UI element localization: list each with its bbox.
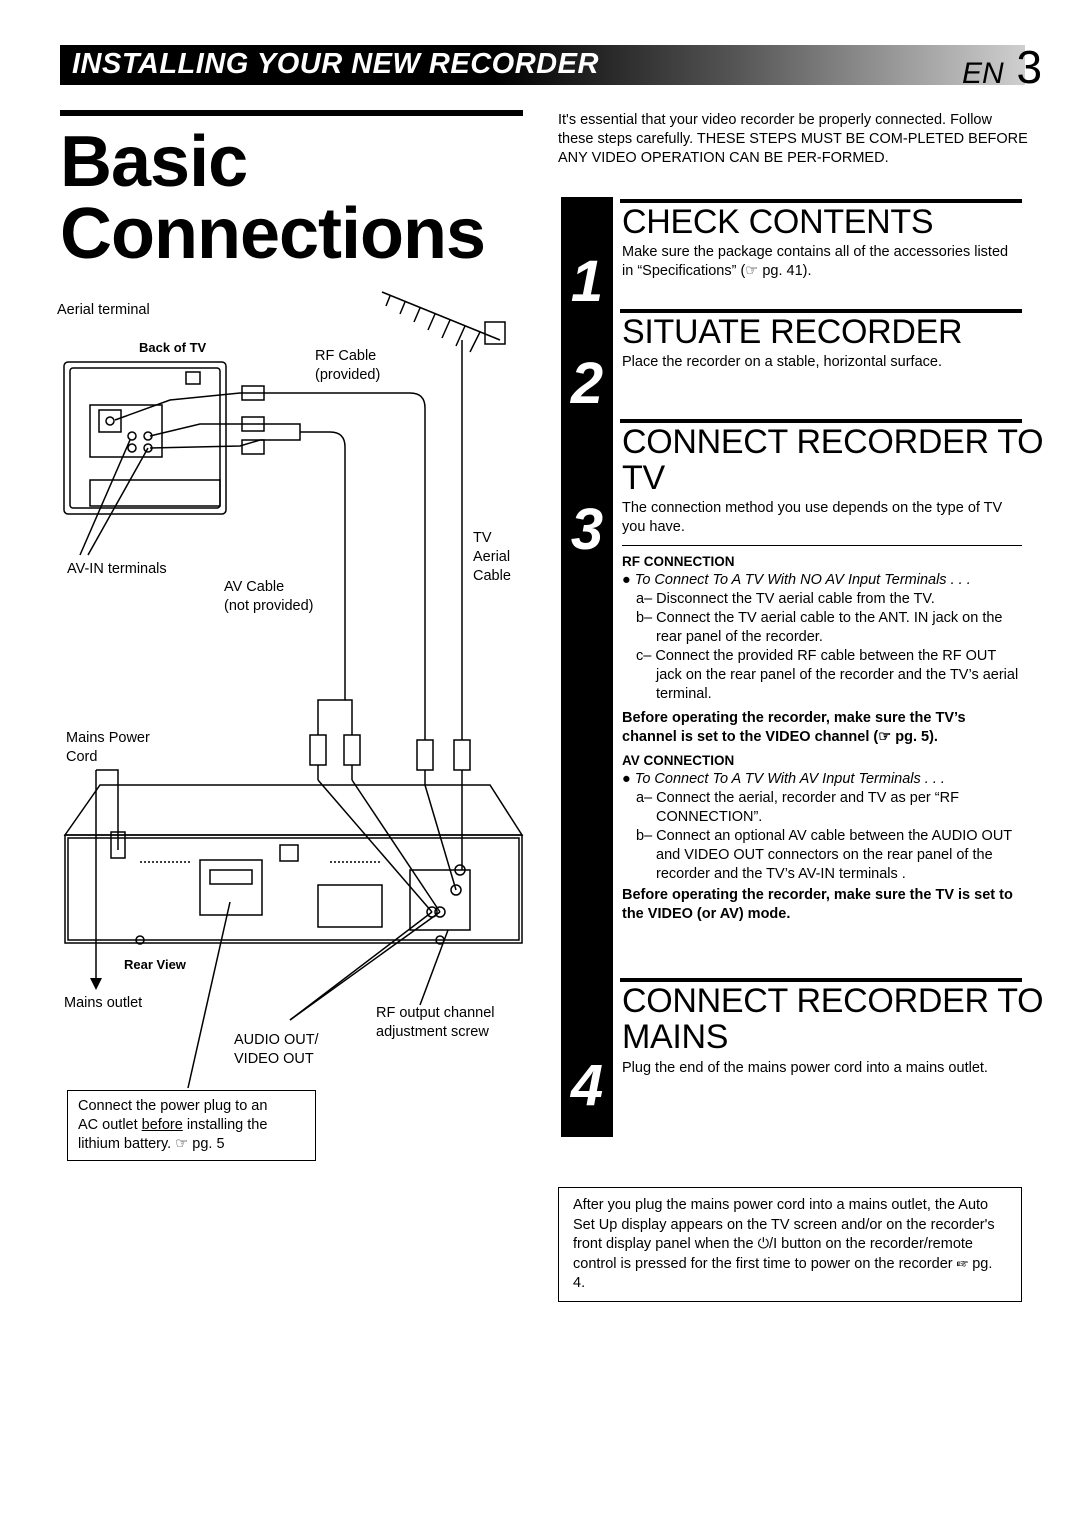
rf-step-c: c– Connect the provided RF cable between… xyxy=(636,648,1019,702)
tv-back-illustration xyxy=(63,361,227,515)
note-text-b: installing the xyxy=(182,1117,268,1133)
recorder-rear-illustration xyxy=(63,784,524,945)
arrow-down-icon xyxy=(90,978,102,990)
step-1-heading: CHECK CONTENTS xyxy=(622,203,934,241)
step-4-heading-line-1: CONNECT RECORDER TO xyxy=(622,982,1044,1020)
rf-warning: Before operating the recorder, make sure… xyxy=(622,710,966,745)
label-mains-outlet: Mains outlet xyxy=(64,995,143,1011)
step-4-heading: CONNECT RECORDER TO MAINS xyxy=(622,982,1044,1056)
section-title: INSTALLING YOUR NEW RECORDER xyxy=(72,48,599,80)
page-title: Basic Connections xyxy=(60,122,486,274)
label-av-cable: AV Cable xyxy=(224,579,285,595)
auto-setup-note: After you plug the mains power cord into… xyxy=(558,1187,1022,1302)
av-step-b: b– Connect an optional AV cable between … xyxy=(636,828,1012,882)
step-number-2: 2 xyxy=(570,351,604,416)
title-line-2: Connections xyxy=(60,194,486,274)
label-av-cable-not-provided: (not provided) xyxy=(224,598,314,614)
section-banner xyxy=(60,45,1025,85)
step-number-3: 3 xyxy=(570,497,604,562)
step-2-heading: SITUATE RECORDER xyxy=(622,313,963,351)
power-plug-note-line-2: AC outlet before installing the xyxy=(78,1116,305,1135)
page-number: EN 3 xyxy=(962,40,1042,94)
rf-step-b: b– Connect the TV aerial cable to the AN… xyxy=(636,610,1003,645)
rf-connection-section: RF CONNECTION ● To Connect To A TV With … xyxy=(622,552,1022,924)
step-1-rule xyxy=(620,199,1022,203)
label-back-of-tv: Back of TV xyxy=(139,340,207,355)
step-4-heading-line-2: MAINS xyxy=(622,1018,729,1056)
rf-connection-title: RF CONNECTION xyxy=(622,554,735,569)
step-number-1: 1 xyxy=(570,249,604,314)
connection-diagram xyxy=(63,291,524,1089)
label-audio-out: AUDIO OUT/ xyxy=(234,1032,319,1048)
power-plug-note: Connect the power plug to an AC outlet b… xyxy=(67,1090,316,1161)
language-code: EN xyxy=(962,57,1004,90)
av-step-a: a– Connect the aerial, recorder and TV a… xyxy=(636,790,959,825)
step-3-divider xyxy=(622,545,1022,546)
step-3-heading: CONNECT RECORDER TO TV xyxy=(622,423,1044,497)
rf-step-a: a– Disconnect the TV aerial cable from t… xyxy=(636,591,935,607)
step-2-rule xyxy=(620,309,1022,313)
label-tv-aerial-1: TV xyxy=(473,530,492,546)
page-number-value: 3 xyxy=(1016,41,1043,93)
intro-text: It's essential that your video recorder … xyxy=(558,112,1028,166)
step-bar xyxy=(561,197,613,1137)
step-number-4: 4 xyxy=(570,1053,604,1118)
step-3-rule xyxy=(620,419,1022,423)
rf-bullet: ● To Connect To A TV With NO AV Input Te… xyxy=(622,572,971,588)
label-tv-aerial-3: Cable xyxy=(473,568,511,584)
power-plug-note-line-3: lithium battery. ☞ pg. 5 xyxy=(78,1136,225,1152)
label-rear-view: Rear View xyxy=(124,957,186,972)
av-bullet: ● To Connect To A TV With AV Input Termi… xyxy=(622,771,945,787)
step-4-text: Plug the end of the mains power cord int… xyxy=(622,1060,988,1076)
label-rf-output-channel: RF output channel xyxy=(376,1005,495,1021)
step-1-text: Make sure the package contains all of th… xyxy=(622,244,1009,279)
av-connection-title: AV CONNECTION xyxy=(622,753,735,768)
step-2-text: Place the recorder on a stable, horizont… xyxy=(622,354,942,370)
av-warning: Before operating the recorder, make sure… xyxy=(622,887,1013,922)
label-mains-power-cord-2: Cord xyxy=(66,749,98,765)
rf-bullet-text: To Connect To A TV With NO AV Input Term… xyxy=(634,572,971,588)
label-video-out: VIDEO OUT xyxy=(234,1051,314,1067)
step-3-text: The connection method you use depends on… xyxy=(622,500,1003,535)
av-bullet-text: To Connect To A TV With AV Input Termina… xyxy=(634,771,945,787)
label-tv-aerial-2: Aerial xyxy=(473,549,511,565)
label-adjustment-screw: adjustment screw xyxy=(376,1024,489,1040)
label-mains-power-cord-1: Mains Power xyxy=(66,730,150,746)
note-text-a: AC outlet xyxy=(78,1117,142,1133)
label-rf-cable: RF Cable xyxy=(315,348,377,364)
label-aerial-terminal: Aerial terminal xyxy=(57,302,150,318)
label-rf-cable-provided: (provided) xyxy=(315,367,381,383)
title-line-1: Basic xyxy=(60,122,248,202)
aerial-icon xyxy=(381,291,506,380)
title-rule xyxy=(60,110,523,116)
step-3-heading-line-2: TV xyxy=(622,459,665,497)
power-plug-note-line-1: Connect the power plug to an xyxy=(78,1098,268,1114)
step-4-rule xyxy=(620,978,1022,982)
note-text-before: before xyxy=(141,1117,183,1133)
label-av-in-terminals: AV-IN terminals xyxy=(67,561,167,577)
step-3-heading-line-1: CONNECT RECORDER TO xyxy=(622,423,1044,461)
